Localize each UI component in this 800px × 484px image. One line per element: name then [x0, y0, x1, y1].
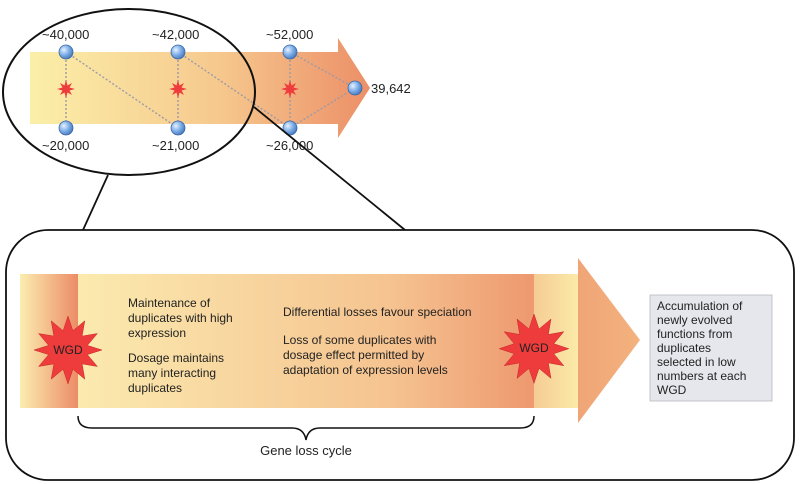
final-count: 39,642 — [371, 81, 411, 96]
wgd-star-icon-3 — [281, 80, 299, 98]
upper-count-3: ~52,000 — [266, 27, 313, 42]
gene-node — [282, 120, 298, 136]
gene-node — [282, 44, 298, 60]
gene-node-final — [347, 80, 363, 96]
col1-para-1: Maintenance of duplicates with high expr… — [128, 296, 236, 340]
outcome-box — [649, 294, 773, 402]
gene-node — [58, 44, 74, 60]
col1-para-2: Dosage maintains many interacting duplic… — [128, 351, 227, 395]
outcome-box-text: Accumulation of newly evolved functions … — [657, 299, 750, 397]
wgd-star-icon-right — [498, 313, 570, 385]
gene-loss-brace — [77, 415, 535, 441]
upper-count-2: ~42,000 — [152, 27, 199, 42]
gene-loss-cycle-label: Gene loss cycle — [260, 443, 352, 458]
lower-count-1: ~20,000 — [42, 138, 89, 153]
gene-node — [170, 44, 186, 60]
wgd-star-icon-2 — [169, 80, 187, 98]
top-arrow — [30, 38, 370, 138]
wgd-label-left: WGD — [53, 343, 83, 357]
lower-count-2: ~21,000 — [152, 138, 199, 153]
gene-nodes — [58, 44, 363, 136]
upper-count-1: ~40,000 — [42, 27, 89, 42]
top-panel: ~40,000 ~42,000 ~52,000 ~20,000 ~21,000 … — [2, 8, 411, 176]
bottom-arrow — [20, 258, 640, 423]
wgd-star-icon-left — [33, 315, 103, 385]
zoom-ellipse — [2, 8, 256, 176]
gene-node — [170, 120, 186, 136]
lower-count-3: ~26,000 — [266, 138, 313, 153]
bottom-panel: WGD WGD Maintenance of duplicates with h… — [5, 229, 795, 481]
gene-node — [58, 120, 74, 136]
wgd-star-icon-1 — [57, 80, 75, 98]
col2-para-1: Differential losses favour speciation — [283, 305, 472, 319]
col2-para-2: Loss of some duplicates with dosage effe… — [283, 333, 448, 377]
zoom-connectors — [82, 106, 406, 231]
wgd-label-right: WGD — [519, 341, 549, 355]
